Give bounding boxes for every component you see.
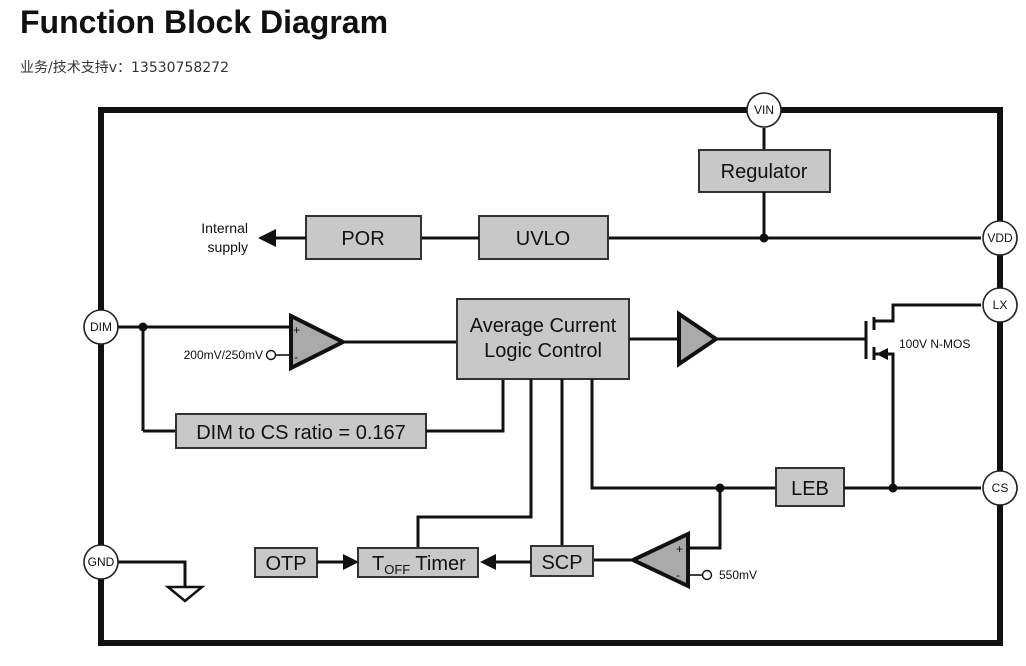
scp-block [530,545,594,577]
por-label: POR [341,228,384,250]
scp-comp-minus: - [676,568,680,582]
avg-current-block [456,298,630,380]
scp-label: SCP [541,552,582,574]
dim-ref-node [265,349,277,361]
wire-leb-scpcomp [688,488,722,550]
avg-current-label-2: Logic Control [484,340,602,362]
pin-lx-label: LX [993,298,1008,312]
scp-ref-label: 550mV [719,568,757,582]
scp-comparator [628,530,690,590]
toff-t: T [372,553,384,575]
ground-symbol [164,585,206,603]
leb-block [775,467,845,507]
toff-rest: Timer [410,553,466,575]
internal-supply-arrow [258,229,276,247]
wire-gnd [118,560,187,587]
pin-vin [746,92,782,128]
pin-vin-label: VIN [754,103,774,117]
otp-block [254,547,318,578]
pin-cs [982,470,1018,506]
toff-timer-label: TOFF Timer [372,553,466,577]
wire-ratio-avg [426,379,505,433]
dim-comparator [289,312,348,372]
internal-supply-label-1: Internal [201,220,248,236]
otp-toff-arrow [343,554,359,570]
pin-dim-label: DIM [90,320,112,334]
wire-drain-lx [874,303,981,323]
avg-current-label-1: Average Current [470,315,617,337]
gate-driver [677,310,720,368]
scp-toff-arrow [480,554,496,570]
page-subtitle: 业务/技术支持v：13530758272 [20,60,229,76]
toff-sub: OFF [384,562,410,577]
mos-label: 100V N-MOS [899,337,970,351]
wire-avg-leb [590,379,776,490]
chip-outline [98,107,1003,646]
pin-vdd [982,220,1018,256]
regulator-label: Regulator [721,161,808,183]
otp-label: OTP [265,553,306,575]
pin-vdd-label: VDD [987,231,1013,245]
wire-avg-scp [531,379,564,564]
pin-dim [83,309,119,345]
internal-supply-label-2: supply [208,239,248,255]
por-block [305,215,422,260]
pin-gnd [83,544,119,580]
pin-cs-label: CS [992,481,1009,495]
uvlo-label: UVLO [516,228,570,250]
dim-ref-label: 200mV/250mV [184,348,263,362]
dim-comp-minus: - [294,350,298,364]
scp-comp-plus: + [676,542,683,556]
page-title: Function Block Diagram [20,4,389,40]
pin-gnd-label: GND [88,555,115,569]
wire-avg-toff [416,379,533,548]
leb-label: LEB [791,478,829,500]
wire-source-cs [874,352,895,488]
scp-ref-node [701,569,713,581]
junction-cs [888,483,898,493]
dim-comp-plus: + [293,323,300,337]
dim-ratio-label: DIM to CS ratio = 0.167 [196,422,406,444]
nmos-arrow [876,348,888,360]
pin-lx [982,287,1018,323]
